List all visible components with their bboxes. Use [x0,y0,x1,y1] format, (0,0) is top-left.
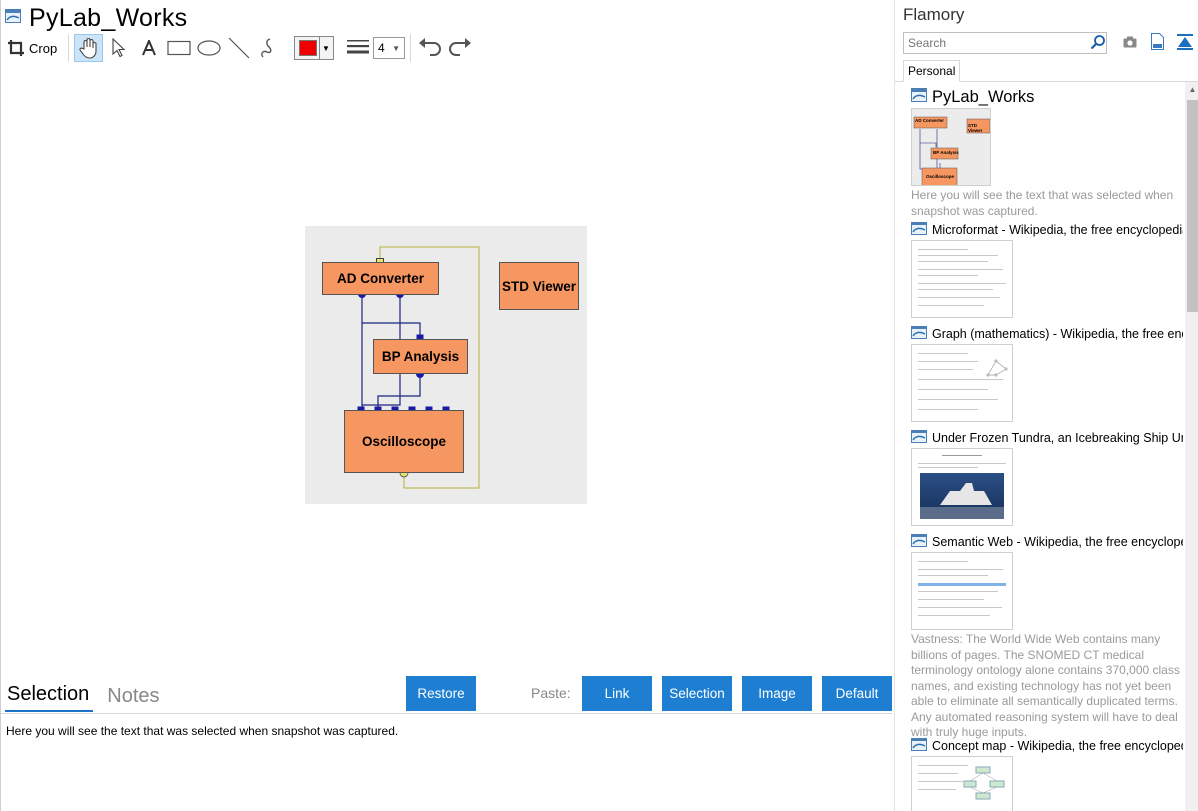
redo-button[interactable] [446,34,474,62]
item-title: PyLab_Works [932,88,1035,106]
paste-label: Paste: [531,685,571,701]
freehand-icon [259,37,279,59]
list-item[interactable]: Concept map - Wikipedia, the free encycl… [911,738,1183,811]
thumb-label: BP Analysis [933,150,959,155]
thumb-label: STD Viewer [968,123,983,133]
line-width-button[interactable] [345,34,371,62]
line-tool-button[interactable] [226,34,252,62]
item-title: Graph (mathematics) - Wikipedia, the fre… [932,327,1183,341]
document-header: PyLab_Works [5,4,187,32]
ellipse-icon [197,40,221,56]
snapshot-icon [911,430,927,446]
color-picker[interactable]: ▼ [294,36,334,60]
text-tool-icon [141,40,157,56]
pointer-tool-button[interactable] [107,34,131,62]
thumb-label: AD Converter [915,118,945,123]
pin-to-top-icon[interactable] [1177,34,1193,55]
item-description: Vastness: The World Wide Web contains ma… [911,632,1180,739]
item-thumbnail: AD Converter STD Viewer BP Analysis Osci… [911,108,991,186]
line-width-value: 4 [378,41,385,55]
hand-tool-button[interactable] [74,34,103,62]
item-description: Here you will see the text that was sele… [911,188,1174,218]
line-width-icon [346,38,370,58]
snapshot-icon [911,222,927,238]
snapshot-icon [911,534,927,550]
list-item[interactable]: PyLab_Works AD Converter STD Viewer BP A… [911,88,1183,219]
scrollbar-thumb[interactable] [1187,100,1198,312]
list-item[interactable]: Microformat - Wikipedia, the free encycl… [911,222,1183,318]
search-icon[interactable] [1090,34,1106,55]
toolbar: Crop [5,34,885,62]
selection-text: Here you will see the text that was sele… [6,724,399,738]
node-ad-converter: AD Converter [322,262,439,295]
ellipse-tool-button[interactable] [196,34,222,62]
item-title: Under Frozen Tundra, an Icebreaking Ship… [932,431,1183,445]
node-oscilloscope: Oscilloscope [344,410,464,473]
node-bp-analysis: BP Analysis [373,339,468,374]
item-thumbnail [911,240,1013,318]
toolbar-separator [410,34,411,62]
chevron-down-icon: ▼ [318,37,333,59]
undo-button[interactable] [416,34,444,62]
flamory-panel: Flamory Personal PyLab_Works AD Con [894,0,1198,811]
tab-selection[interactable]: Selection [5,683,94,712]
search-input[interactable] [903,32,1107,54]
snapshot-icon [5,8,21,28]
text-tool-button[interactable] [137,34,161,62]
tab-personal[interactable]: Personal [903,60,961,82]
item-thumbnail [911,756,1013,811]
snapshot-icon [911,88,927,106]
document-icon[interactable] [1151,33,1164,55]
camera-icon[interactable] [1123,35,1137,53]
list-item[interactable]: Under Frozen Tundra, an Icebreaking Ship… [911,430,1183,526]
rectangle-icon [167,40,191,56]
tab-notes[interactable]: Notes [107,685,160,707]
thumb-label: Oscilloscope [926,174,955,179]
item-thumbnail [911,448,1013,526]
scroll-up-icon[interactable]: ▲ [1188,85,1197,94]
crop-label: Crop [29,40,58,56]
list-item[interactable]: Graph (mathematics) - Wikipedia, the fre… [911,326,1183,422]
toolbar-separator [68,34,69,62]
snapshot-list: PyLab_Works AD Converter STD Viewer BP A… [911,86,1183,811]
item-thumbnail [911,552,1013,630]
pointer-icon [111,38,127,58]
restore-button[interactable]: Restore [406,676,476,711]
undo-icon [418,38,442,58]
paste-link-button[interactable]: Link [582,676,652,711]
document-title: PyLab_Works [29,4,188,32]
item-thumbnail [911,344,1013,422]
paste-default-button[interactable]: Default [822,676,892,711]
item-photo [920,473,1004,519]
color-swatch [298,40,317,56]
bottom-tabs: Selection Notes [5,680,164,712]
item-title: Semantic Web - Wikipedia, the free encyc… [932,535,1183,549]
line-width-select[interactable]: 4 ▼ [373,37,405,59]
hand-icon [78,37,99,59]
divider [1,713,892,714]
divider [895,81,1198,82]
chevron-down-icon: ▼ [392,43,400,53]
panel-title: Flamory [903,5,965,24]
list-item[interactable]: Semantic Web - Wikipedia, the free encyc… [911,534,1183,741]
paste-selection-button[interactable]: Selection [662,676,732,711]
item-title: Microformat - Wikipedia, the free encycl… [932,223,1183,237]
snapshot-image: AD Converter STD Viewer BP Analysis Osci… [305,226,587,504]
node-std-viewer: STD Viewer [499,262,579,310]
rectangle-tool-button[interactable] [166,34,192,62]
snapshot-icon [911,738,927,754]
crop-button[interactable]: Crop [7,34,63,62]
redo-icon [448,38,472,58]
snapshot-icon [911,326,927,342]
paste-image-button[interactable]: Image [742,676,812,711]
line-icon [228,37,250,59]
crop-icon [7,39,25,57]
freehand-tool-button[interactable] [256,34,282,62]
item-title: Concept map - Wikipedia, the free encycl… [932,739,1183,753]
